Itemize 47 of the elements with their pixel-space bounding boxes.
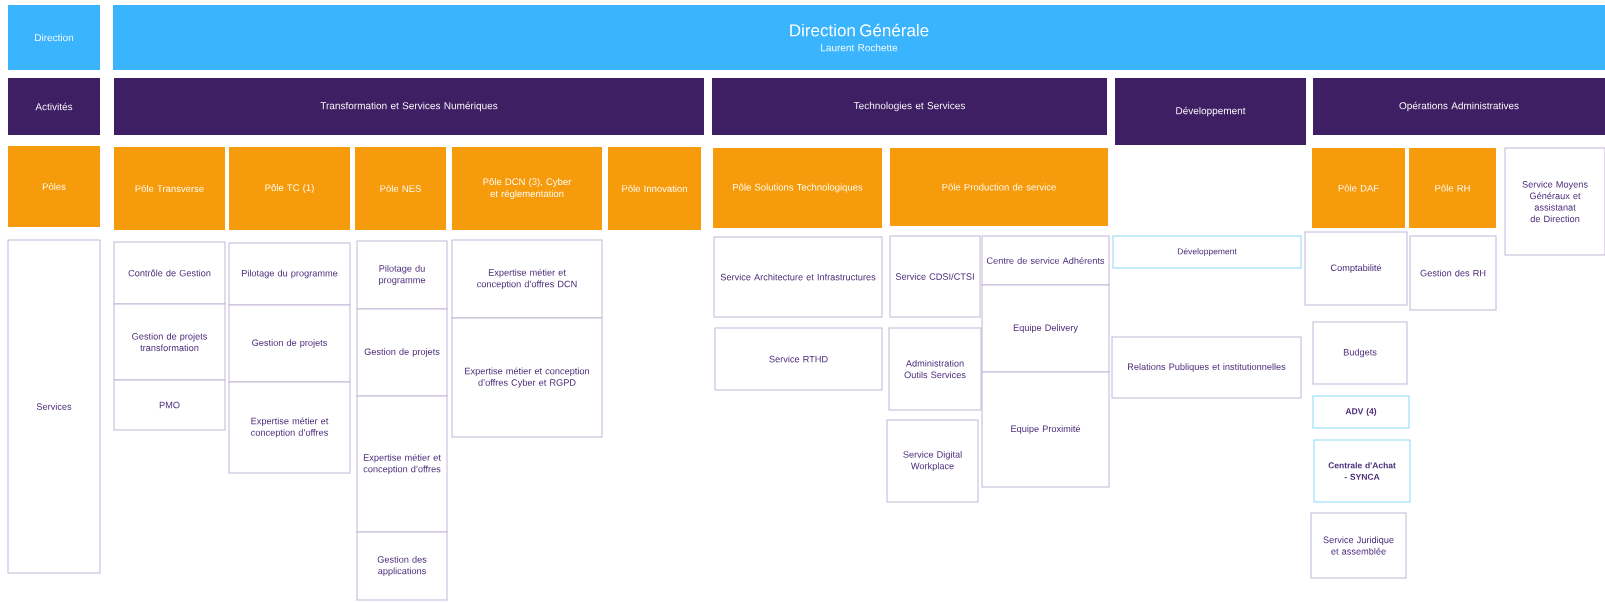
service-box: Relations Publiques et institutionnelles (1111, 336, 1302, 399)
pole-box: Pôle RH (1409, 148, 1496, 228)
service-box: Services (7, 239, 101, 574)
activity-header: Technologies et Services (712, 78, 1107, 135)
service-box: Equipe Delivery (981, 284, 1110, 373)
service-box: Service RTHD (714, 327, 883, 391)
row-label: Activités (8, 78, 100, 135)
service-box: Service Architecture et Infrastructures (713, 236, 883, 318)
service-box: Pilotage du programme (228, 242, 351, 306)
service-box: Centrale d'Achat - SYNCA (1313, 439, 1411, 503)
service-box: PMO (113, 379, 226, 431)
pole-box: Pôle NES (355, 147, 446, 230)
service-box: Développement (1112, 235, 1302, 269)
service-box: Centre de service Adhérents (981, 235, 1110, 286)
row-label: Direction (8, 5, 100, 70)
service-box: Expertise métier et conception d’offres (356, 395, 448, 533)
pole-box: Pôle Production de service (890, 148, 1108, 226)
service-box: Gestion des applications (356, 531, 448, 601)
service-box: Expertise métier et conception d’offres (228, 381, 351, 474)
service-box: Service Juridique et assemblée (1310, 512, 1407, 579)
pole-box: Pôle DCN (3), Cyber et réglementation (452, 147, 602, 230)
service-box: Budgets (1312, 321, 1408, 385)
pole-box: Pôles (8, 146, 100, 227)
service-box: Service Digital Workplace (886, 419, 979, 503)
service-box: Service Moyens Généraux et assistanat de Direction (1504, 147, 1605, 256)
service-box: Contrôle de Gestion (113, 241, 226, 305)
service-box: Expertise métier et conception d’offres Cyber et RGPD (451, 317, 603, 438)
pole-box: Pôle Transverse (114, 147, 225, 230)
service-box: ADV (4) (1312, 395, 1410, 429)
activity-header: Opérations Administratives (1313, 78, 1605, 135)
service-box: Comptabilité (1304, 231, 1408, 306)
service-box: Gestion des RH (1409, 235, 1497, 311)
activity-header: Développement (1115, 78, 1306, 145)
pole-box: Pôle Solutions Technologiques (713, 148, 882, 228)
pole-box: Pôle Innovation (608, 147, 701, 230)
service-box: Equipe Proximité (981, 371, 1110, 488)
activity-header: Transformation et Services Numériques (114, 78, 704, 135)
pole-box: Pôle DAF (1312, 148, 1405, 228)
service-box: Gestion de projets transformation (113, 303, 226, 381)
service-box: Pilotage du programme (356, 240, 448, 310)
service-box: Gestion de projets (356, 308, 448, 397)
service-box: Gestion de projets (228, 304, 351, 383)
service-box: Service CDSI/CTSI (889, 235, 981, 318)
pole-box: Pôle TC (1) (229, 147, 350, 230)
service-box: Administration Outils Services (888, 327, 982, 411)
header-banner: Direction Générale Laurent Rochette (113, 5, 1605, 70)
service-box: Expertise métier et conception d’offres DCN (451, 239, 603, 319)
